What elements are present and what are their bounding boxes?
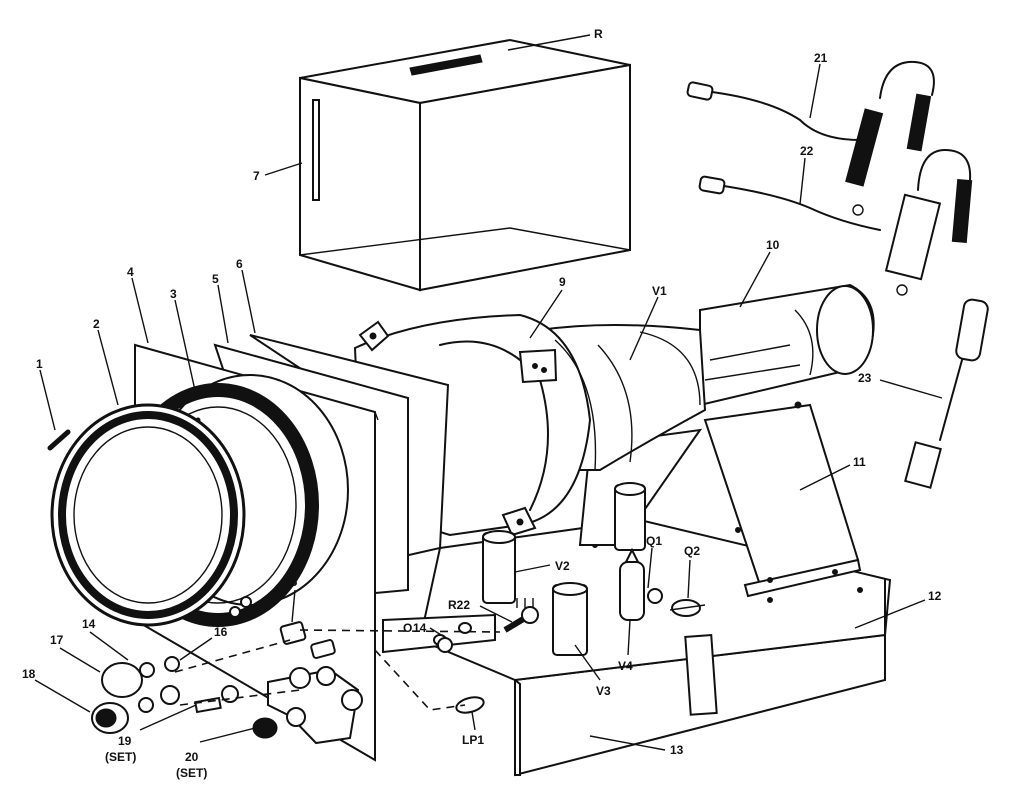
label-part-20: 20 (185, 750, 199, 764)
label-part-7: 7 (253, 169, 260, 183)
label-part-2: 2 (93, 317, 100, 331)
label-part-23: 23 (858, 371, 872, 385)
label-part-3: 3 (170, 287, 177, 301)
label-part-1: 1 (36, 357, 43, 371)
label-part-12: 12 (928, 589, 942, 603)
label-part-14a: 14 (82, 617, 96, 631)
cables (686, 60, 989, 489)
tubes-and-components (382, 482, 706, 656)
label-part-r: R (594, 27, 603, 41)
part-labels: 1 2 3 4 5 6 7 R 9 V1 10 11 12 13 21 22 2… (22, 27, 942, 780)
label-part-15: 15 (284, 575, 298, 589)
label-part-5: 5 (212, 272, 219, 286)
label-part-21: 21 (814, 51, 828, 65)
label-part-r22: R22 (448, 598, 470, 612)
label-part-4: 4 (127, 265, 134, 279)
label-part-14b: 14 (413, 621, 427, 635)
screw (47, 429, 71, 451)
label-part-19-set: (SET) (105, 750, 136, 764)
label-part-16: 16 (214, 625, 228, 639)
label-part-o: O (403, 621, 412, 635)
label-part-22: 22 (800, 144, 814, 158)
label-part-11: 11 (853, 455, 866, 469)
label-part-v2: V2 (555, 559, 570, 573)
label-part-6: 6 (236, 257, 243, 271)
label-part-10: 10 (766, 238, 780, 252)
leader-lines (34, 34, 943, 751)
label-part-v3: V3 (596, 684, 611, 698)
wiring-dashed-lines (174, 629, 501, 760)
label-part-18: 18 (22, 667, 36, 681)
label-part-13: 13 (670, 743, 684, 757)
label-part-9: 9 (559, 275, 566, 289)
label-part-v1: V1 (652, 284, 667, 298)
label-part-q2: Q2 (684, 544, 700, 558)
lamp-lp1 (455, 696, 485, 714)
label-part-17: 17 (50, 633, 64, 647)
rear-panel-plate (684, 634, 718, 716)
label-part-v4: V4 (618, 659, 633, 673)
cover-box (299, 38, 631, 292)
lens-rings (50, 374, 349, 627)
label-part-q1: Q1 (646, 534, 662, 548)
label-part-lp1: LP1 (462, 733, 484, 747)
label-part-20-set: (SET) (176, 766, 207, 780)
front-panel-controls (91, 596, 453, 745)
label-part-19: 19 (118, 734, 132, 748)
